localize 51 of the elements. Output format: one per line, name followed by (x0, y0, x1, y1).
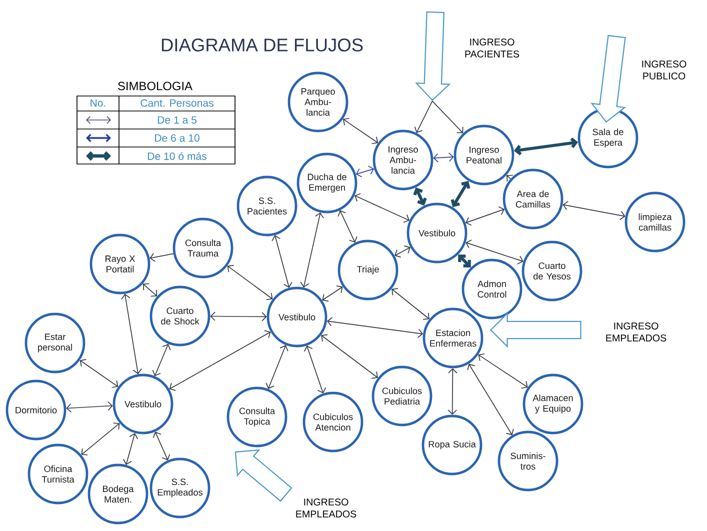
arrow (152, 432, 170, 460)
arrow (81, 422, 120, 456)
entry-arrow (234, 449, 292, 502)
arrow (392, 288, 430, 320)
arrow (342, 118, 378, 144)
arrow (227, 264, 273, 300)
arrow (169, 330, 271, 391)
entry-label: INGRESO PACIENTES (465, 38, 520, 58)
arrow (321, 334, 378, 379)
entry-label: INGRESO EMPLEADOS (296, 498, 356, 518)
arrow (142, 283, 158, 297)
arrow (66, 401, 113, 413)
arrow (338, 210, 358, 243)
legend-label: De 6 a 10 (155, 134, 200, 142)
arrow (414, 100, 433, 133)
arrow (562, 200, 626, 220)
arrow (448, 368, 458, 415)
legend-label: De 1 a 5 (158, 116, 196, 124)
arrow (80, 359, 118, 388)
arrow (322, 285, 343, 302)
arrow (122, 433, 138, 465)
arrow (478, 353, 528, 389)
arrow (450, 180, 470, 208)
arrow (465, 206, 505, 226)
arrow (121, 294, 142, 374)
arrow (458, 254, 471, 268)
entry-label: INGRESO PUBLICO (642, 60, 686, 80)
title: DIAGRAMA DE FLUJOS (162, 38, 363, 52)
legend-heading: SIMBOLOGIA (118, 82, 192, 90)
arrow (506, 174, 514, 182)
column-header: Cant. Personas (140, 99, 214, 107)
arrow (394, 245, 410, 258)
arrow (266, 345, 288, 389)
arrow (326, 317, 424, 338)
arrow (467, 364, 514, 436)
arrow (413, 187, 427, 206)
arrow (210, 312, 267, 322)
column-header: No. (90, 99, 106, 107)
arrow (466, 240, 524, 264)
entry-label: INGRESO EMPLEADOS (606, 322, 666, 342)
arrow (300, 212, 324, 288)
arrow (152, 344, 171, 376)
arrow (304, 346, 326, 394)
arrow (514, 138, 578, 156)
arrow (150, 252, 174, 262)
arrow (433, 152, 454, 162)
arrow (432, 100, 464, 134)
arrow (356, 166, 374, 178)
arrow (354, 193, 410, 223)
legend-label: De 10 ó más (148, 152, 206, 160)
arrow (272, 235, 292, 288)
